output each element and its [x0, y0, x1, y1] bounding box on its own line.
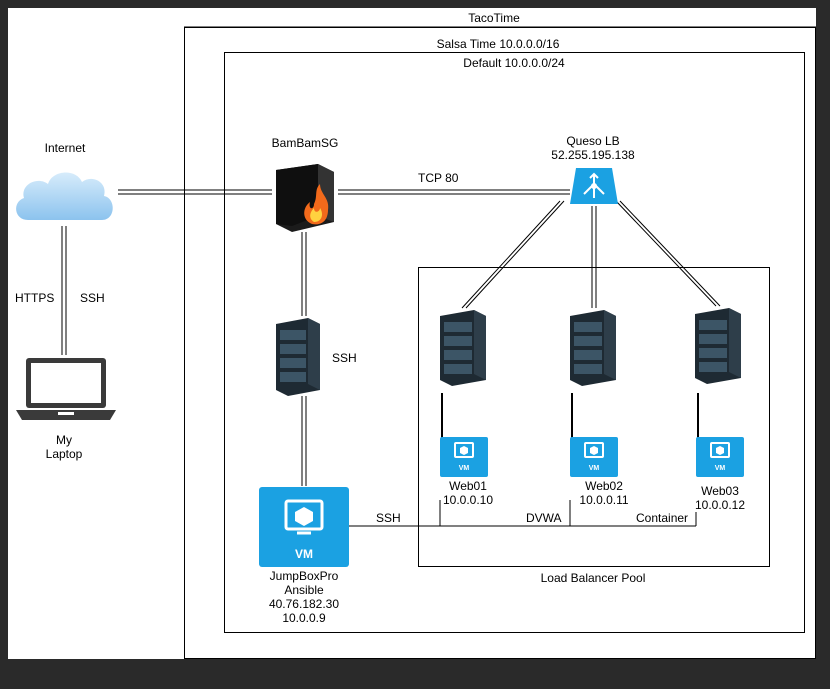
edge-https-label: HTTPS: [15, 291, 55, 305]
web01-label: Web01 10.0.0.10: [442, 479, 494, 507]
jumpbox-label: JumpBoxPro Ansible 40.76.182.30 10.0.0.9: [268, 569, 340, 625]
diagram-canvas: TacoTime Salsa Time 10.0.0.0/16 Default …: [8, 8, 816, 659]
vm-icon[interactable]: VM: [570, 437, 618, 477]
cloud-icon: [10, 162, 118, 226]
connections-layer: [61, 26, 816, 527]
zone-vnet-label: Salsa Time 10.0.0.0/16: [436, 37, 560, 51]
server-icon: [438, 308, 488, 388]
lb-name-label: Queso LB: [566, 134, 620, 148]
vm-badge: VM: [588, 465, 600, 472]
zone-pool: [418, 267, 770, 567]
zone-subnet-label: Default 10.0.0.0/24: [463, 56, 565, 70]
vm-badge: VM: [295, 547, 313, 561]
web03-label: Web03 10.0.0.12: [694, 484, 746, 512]
laptop-label: My Laptop: [45, 433, 83, 461]
zone-subnet: [224, 52, 805, 633]
vm-badge: VM: [714, 465, 726, 472]
vm-icon[interactable]: VM: [696, 437, 744, 477]
server-icon: [568, 308, 618, 388]
zone-tacotime-label: TacoTime: [468, 11, 520, 25]
web02-label: Web02 10.0.0.11: [579, 479, 629, 507]
server-icon: [274, 316, 322, 398]
vm-badge: VM: [458, 465, 470, 472]
load-balancer-icon: [570, 168, 618, 204]
firewall-label: BamBamSG: [271, 136, 339, 150]
edge-ssh-jumpbox-label: SSH: [376, 511, 401, 525]
laptop-icon: [14, 356, 118, 422]
vm-icon[interactable]: VM: [259, 487, 349, 567]
vm-icon[interactable]: VM: [440, 437, 488, 477]
zone-pool-label: Load Balancer Pool: [540, 571, 646, 585]
lb-ip-label: 52.255.195.138: [551, 148, 635, 162]
edge-ssh-internet-label: SSH: [80, 291, 105, 305]
edge-tcp80-label: TCP 80: [418, 171, 459, 185]
edge-dvwa-label: DVWA: [526, 511, 562, 525]
edge-container-label: Container: [636, 511, 689, 525]
internet-label: Internet: [44, 141, 86, 155]
firewall-icon: [272, 162, 338, 234]
server-icon: [693, 306, 743, 386]
edge-ssh-server-label: SSH: [332, 351, 357, 365]
